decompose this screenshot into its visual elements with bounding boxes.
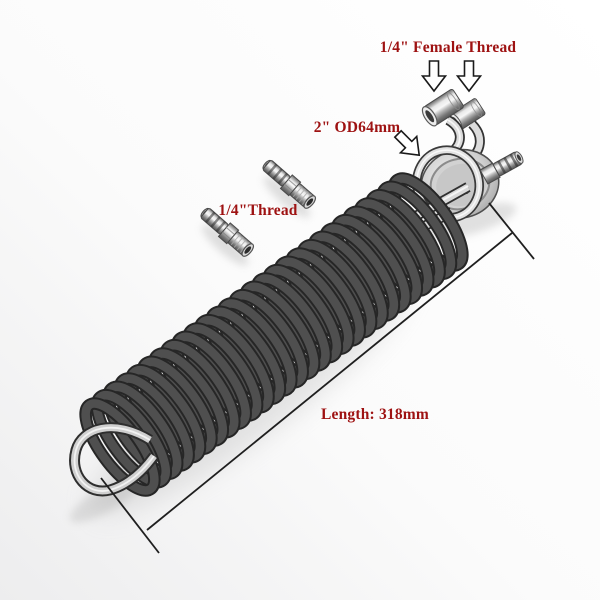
dimension-line [146,232,513,531]
thread-label: 1/4"Thread [218,202,297,219]
od-label: 2" OD64mm [314,119,401,136]
female-thread-label: 1/4" Female Thread [380,39,517,56]
dimension-tick-top [488,202,535,260]
dimension-tick-bottom [100,477,160,554]
barb-fitting-right [479,151,524,185]
hook-loop-end [69,422,159,497]
length-label: Length: 318mm [321,406,429,423]
length-dimension [100,202,535,554]
